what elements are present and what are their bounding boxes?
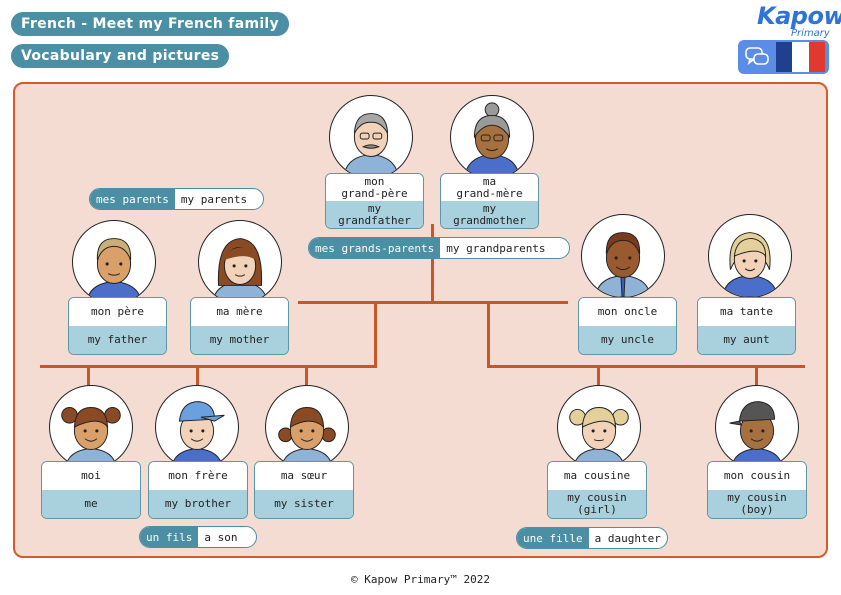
aunt-en: my aunt: [698, 326, 795, 354]
grandfather-en: my grandfather: [326, 201, 423, 228]
me-fr: moi: [42, 462, 140, 490]
cousin-boy-fr: mon cousin: [708, 462, 806, 490]
sister-portrait: [265, 385, 349, 469]
mother-fr: ma mère: [191, 298, 288, 326]
logo-word: Kapow: [757, 2, 841, 30]
grandfather-portrait: [329, 95, 413, 179]
cousin-girl-en: my cousin (girl): [548, 490, 646, 518]
tree-line: [431, 224, 434, 302]
page-title: French - Meet my French family: [11, 12, 289, 36]
logo-sub: Primary: [791, 28, 830, 39]
tree-line: [40, 365, 377, 368]
tree-line: [487, 301, 490, 367]
daughter-label-en: a daughter: [594, 531, 661, 545]
daughter-label-fr: une fille: [517, 528, 589, 548]
brother-fr: mon frère: [149, 462, 247, 490]
speech-bubbles-icon: [745, 42, 825, 72]
father-fr: mon père: [69, 298, 166, 326]
aunt-portrait: [708, 214, 792, 298]
cousin-boy-card: mon cousin my cousin (boy): [707, 461, 807, 519]
father-en: my father: [69, 326, 166, 354]
grandmother-portrait: [450, 95, 534, 179]
tree-line: [374, 301, 377, 367]
page-subtitle: Vocabulary and pictures: [11, 44, 230, 68]
father-portrait: [72, 220, 156, 304]
grandparents-label: mes grands-parents my grandparents: [308, 237, 570, 259]
parents-label: mes parents my parents: [89, 188, 264, 210]
tree-line: [487, 365, 805, 368]
tree-line: [196, 365, 199, 389]
grandparents-label-en: my grandparents: [446, 241, 546, 255]
sister-card: ma sœur my sister: [254, 461, 354, 519]
grandmother-en: my grandmother: [441, 201, 538, 228]
mother-card: ma mère my mother: [190, 297, 289, 355]
aunt-fr: ma tante: [698, 298, 795, 326]
parents-label-fr: mes parents: [90, 189, 175, 209]
tree-line: [597, 365, 600, 389]
me-card: moi me: [41, 461, 141, 519]
tree-line: [755, 365, 758, 389]
uncle-fr: mon oncle: [579, 298, 676, 326]
mother-portrait: [198, 220, 282, 304]
sister-en: my sister: [255, 490, 353, 518]
grandmother-card: ma grand-mère my grandmother: [440, 173, 539, 229]
father-card: mon père my father: [68, 297, 167, 355]
grandfather-card: mon grand-père my grandfather: [325, 173, 424, 229]
uncle-card: mon oncle my uncle: [578, 297, 677, 355]
sister-fr: ma sœur: [255, 462, 353, 490]
cousin-girl-portrait: [557, 385, 641, 469]
cousin-girl-card: ma cousine my cousin (girl): [547, 461, 647, 519]
brother-en: my brother: [149, 490, 247, 518]
parents-label-en: my parents: [180, 192, 248, 206]
brother-card: mon frère my brother: [148, 461, 248, 519]
son-label-en: a son: [204, 530, 238, 544]
cousin-girl-fr: ma cousine: [548, 462, 646, 490]
tree-line: [298, 301, 568, 304]
french-language-badge: [738, 40, 829, 74]
cousin-boy-en: my cousin (boy): [708, 490, 806, 518]
kapow-logo: Kapow Primary: [757, 2, 841, 39]
grandfather-fr: mon grand-père: [326, 174, 423, 201]
me-en: me: [42, 490, 140, 518]
grandmother-fr: ma grand-mère: [441, 174, 538, 201]
son-label-fr: un fils: [140, 527, 199, 547]
tree-line: [305, 365, 308, 389]
brother-portrait: [155, 385, 239, 469]
me-portrait: [49, 385, 133, 469]
aunt-card: ma tante my aunt: [697, 297, 796, 355]
mother-en: my mother: [191, 326, 288, 354]
tree-line: [87, 365, 90, 389]
grandparents-label-fr: mes grands-parents: [309, 238, 441, 258]
uncle-portrait: [581, 214, 665, 298]
daughter-label: une fille a daughter: [516, 527, 668, 549]
son-label: un fils a son: [139, 526, 257, 548]
cousin-boy-portrait: [715, 385, 799, 469]
uncle-en: my uncle: [579, 326, 676, 354]
copyright-footer: © Kapow Primary™ 2022: [350, 573, 491, 586]
